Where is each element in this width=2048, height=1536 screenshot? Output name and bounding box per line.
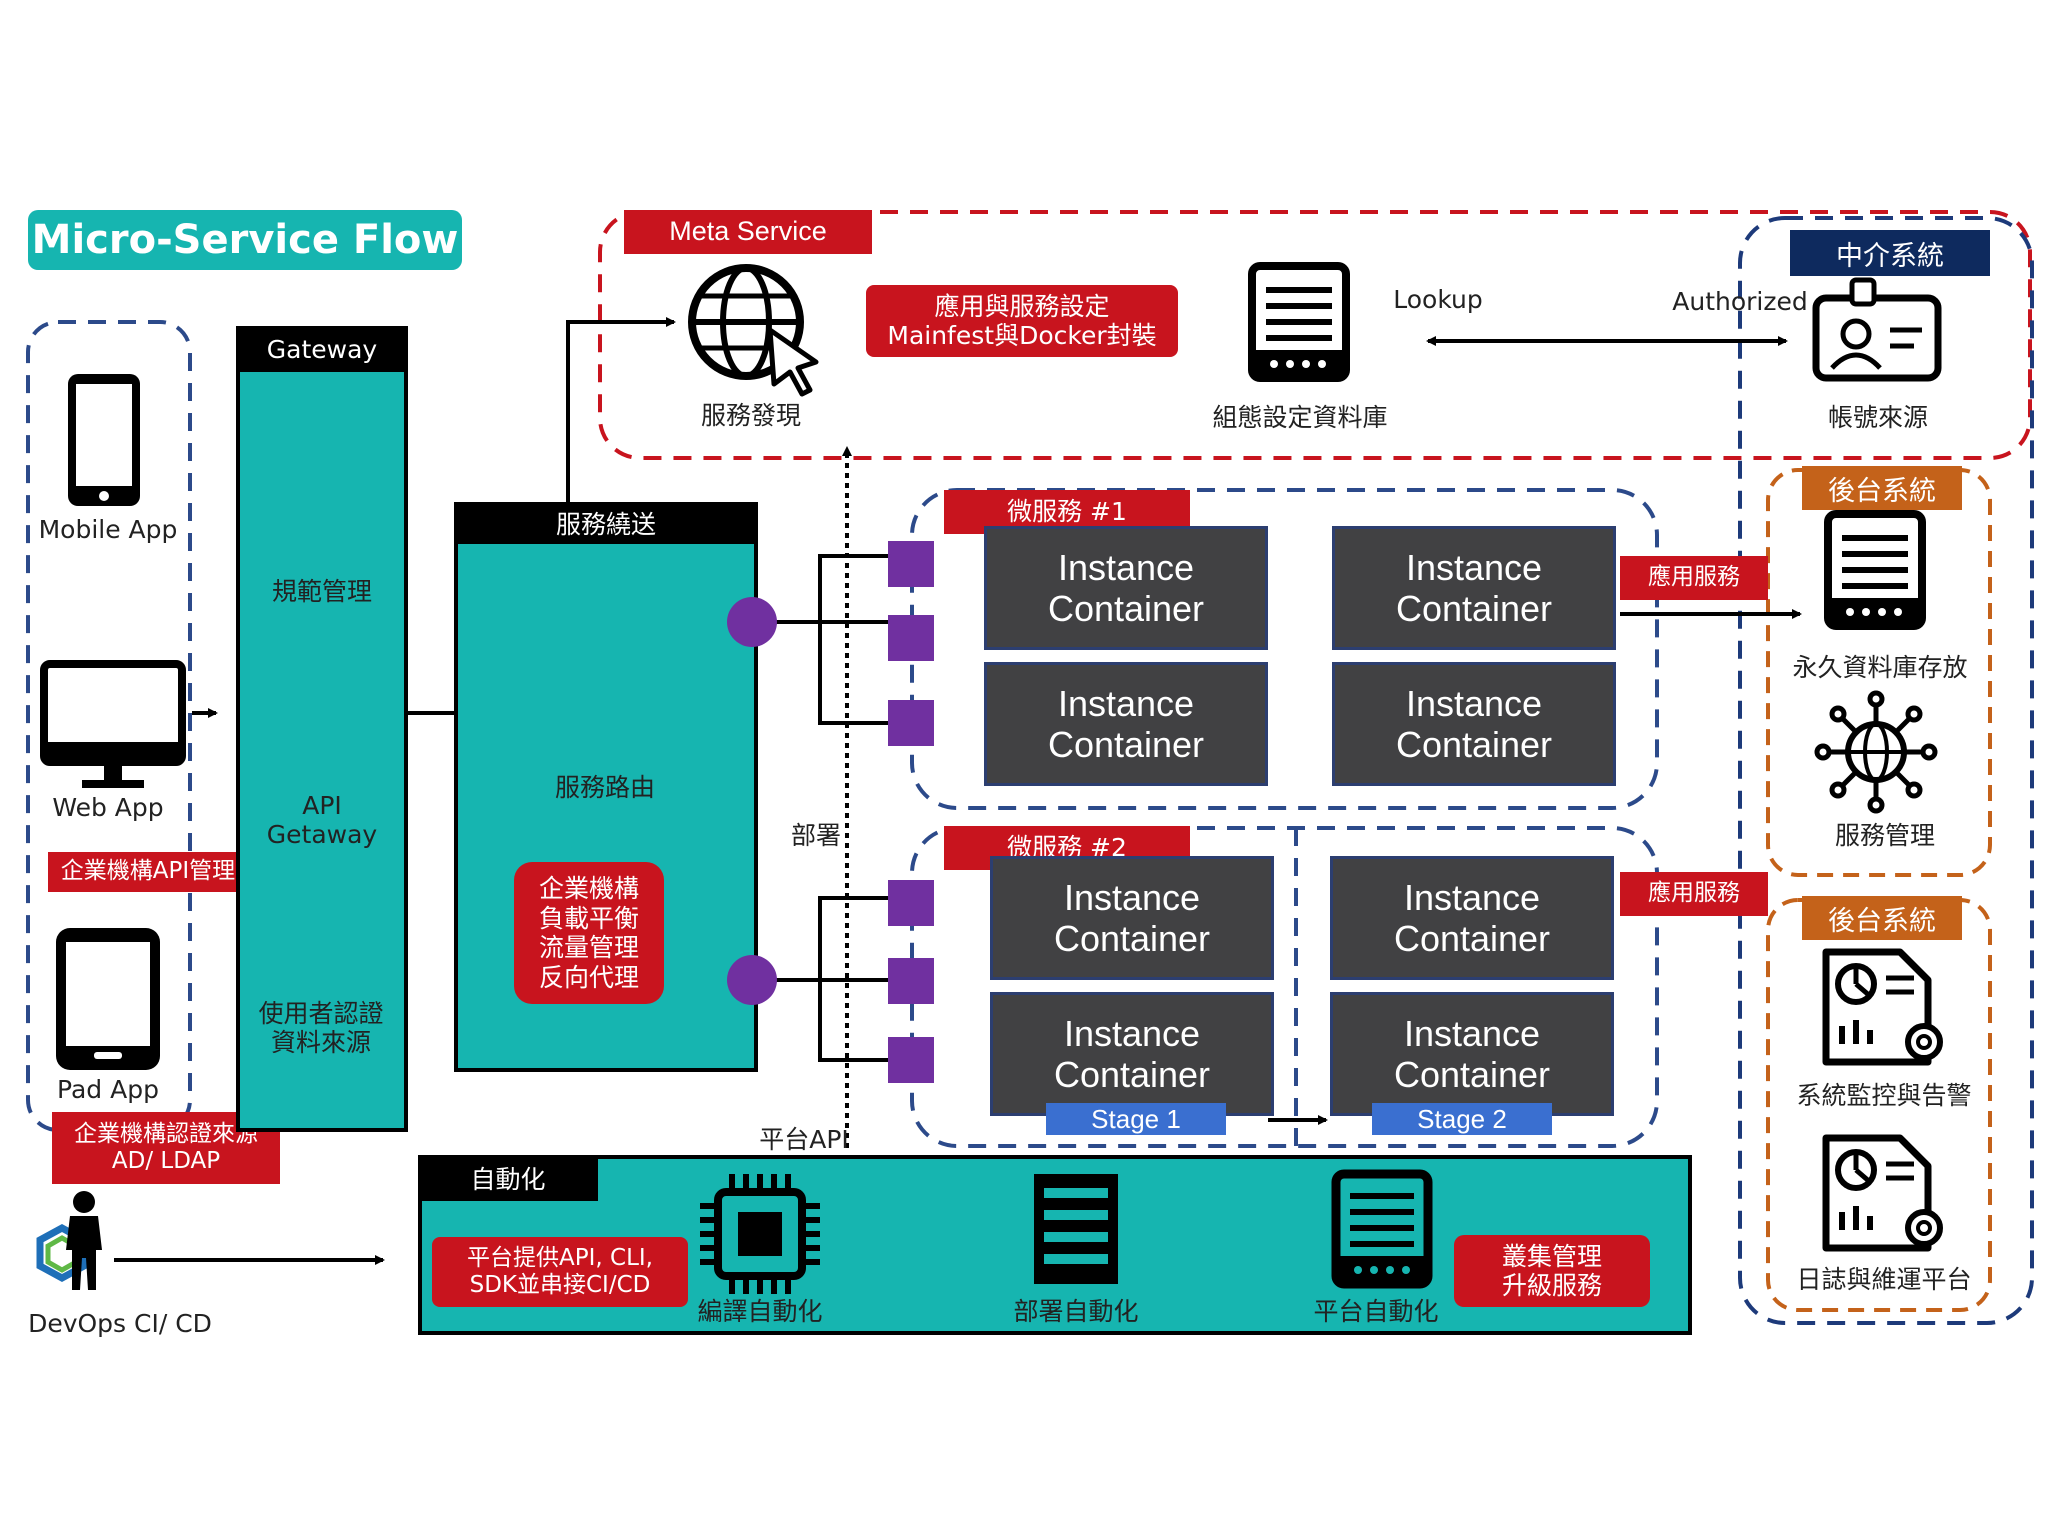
page-title: Micro-Service Flow — [28, 210, 462, 270]
cluster-mgmt-tag: 叢集管理 升級服務 — [1454, 1235, 1650, 1307]
stage1-badge: Stage 1 — [1046, 1103, 1226, 1135]
instance-container: Instance Container — [1332, 662, 1616, 786]
platform-api-tag: 平台提供API, CLI, SDK並串接CI/CD — [432, 1237, 688, 1307]
routing-features-tag: 企業機構 負載平衡 流量管理 反向代理 — [514, 862, 664, 1004]
config-db-label: 組態設定資料庫 — [1212, 403, 1388, 432]
report-gear-icon — [1822, 948, 1943, 1066]
chip-icon — [700, 1174, 820, 1294]
devops-logo-icon — [36, 1191, 102, 1290]
network-hub-icon — [1814, 690, 1938, 814]
mobile-app-label: Mobile App — [38, 515, 178, 544]
routing-panel — [454, 502, 758, 1072]
config-tag: 應用與服務設定 Mainfest與Docker封裝 — [866, 285, 1178, 357]
broker-boundary — [1738, 216, 2034, 1325]
server-icon — [1331, 1169, 1433, 1289]
routing-node-dot — [727, 955, 777, 1005]
backend1-header: 後台系統 — [1802, 466, 1962, 510]
ms1-app-service-tag: 應用服務 — [1620, 556, 1768, 600]
web-app-label: Web App — [52, 793, 164, 822]
pad-app-label: Pad App — [57, 1075, 159, 1104]
broker-header: 中介系統 — [1790, 230, 1990, 276]
persistent-storage-label: 永久資料庫存放 — [1792, 653, 1968, 682]
server-icon — [1248, 262, 1350, 382]
service-discovery-label: 服務發現 — [700, 401, 801, 430]
platform-api-label: 平台API — [759, 1125, 849, 1154]
ms2-endpoint — [888, 1037, 934, 1083]
automation-header: 自動化 — [418, 1155, 598, 1201]
ms2-app-service-tag: 應用服務 — [1620, 872, 1768, 916]
instance-container: Instance Container — [984, 662, 1268, 786]
authorized-label: Authorized — [1672, 287, 1808, 316]
instance-container: Instance Container — [984, 526, 1268, 650]
deploy-label: 部署 — [790, 821, 841, 850]
instance-container: Instance Container — [1332, 526, 1616, 650]
spec-mgmt-label: 規範管理 — [271, 577, 372, 606]
mobile-phone-icon — [68, 374, 140, 506]
id-card-icon — [1812, 277, 1942, 382]
routing-header: 服務繞送 — [454, 502, 758, 544]
instance-container: Instance Container — [990, 992, 1274, 1116]
ms1-endpoint — [888, 615, 934, 661]
monitor-icon — [40, 660, 186, 788]
ms1-endpoint — [888, 541, 934, 587]
instance-container: Instance Container — [1330, 992, 1614, 1116]
gateway-header: Gateway — [236, 326, 408, 372]
server-icon — [1824, 510, 1926, 630]
lookup-label: Lookup — [1393, 285, 1483, 314]
user-auth-label: 使用者認證 資料來源 — [258, 999, 384, 1057]
log-ops-label: 日誌與維運平台 — [1796, 1265, 1972, 1294]
ms2-endpoint — [888, 880, 934, 926]
account-source-label: 帳號來源 — [1827, 403, 1928, 432]
router-label: 服務路由 — [554, 773, 655, 802]
compile-automation-label: 編譯自動化 — [697, 1297, 823, 1326]
backend2-header: 後台系統 — [1802, 896, 1962, 940]
routing-node-dot — [727, 597, 777, 647]
meta-boundary — [598, 210, 2032, 460]
devops-label: DevOps CI/ CD — [28, 1309, 212, 1338]
tablet-icon — [56, 928, 160, 1070]
report-gear-icon — [1822, 1134, 1943, 1252]
monitor-alert-label: 系統監控與告警 — [1796, 1081, 1972, 1110]
gateway-panel — [236, 326, 408, 1132]
instance-container: Instance Container — [990, 856, 1274, 980]
ms2-endpoint — [888, 958, 934, 1004]
stage2-badge: Stage 2 — [1372, 1103, 1552, 1135]
meta-service-header: Meta Service — [624, 210, 872, 254]
deploy-automation-label: 部署自動化 — [1013, 1297, 1139, 1326]
globe-cursor-icon — [688, 264, 819, 397]
auth-source-tag: 企業機構認證來源 AD/ LDAP — [52, 1112, 280, 1184]
api-gateway-label: API Getaway — [266, 791, 378, 849]
api-mgmt-tag: 企業機構API管理 — [48, 852, 248, 892]
platform-automation-label: 平台自動化 — [1313, 1297, 1439, 1326]
server-rack-icon — [1034, 1174, 1118, 1284]
ms1-endpoint — [888, 700, 934, 746]
service-mgmt-label: 服務管理 — [1834, 821, 1935, 850]
instance-container: Instance Container — [1330, 856, 1614, 980]
